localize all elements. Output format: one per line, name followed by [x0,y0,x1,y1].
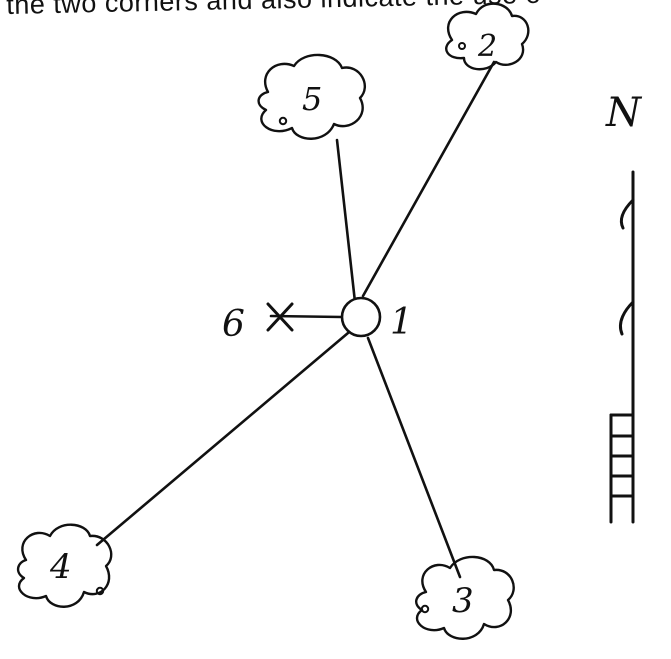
line-center-to-4 [95,331,350,547]
label-2: 2 [477,29,497,64]
cloud-5-curl [278,116,288,126]
cloud-3-shape [415,555,515,640]
cloud-2-curl [458,42,466,50]
cloud-4-curl [95,586,105,596]
connector-lines [95,60,496,579]
north-label: N [605,90,643,136]
label-4: 4 [49,547,72,587]
line-center-to-6 [269,314,344,319]
label-5: 5 [302,80,322,118]
center-node [340,296,382,338]
cloud-3-curl [420,604,430,614]
line-center-to-5 [335,138,357,304]
label-3: 3 [452,581,474,621]
cloud-5-shape [257,53,366,140]
cross-marker [266,302,294,332]
label-1: 1 [390,302,413,343]
cloud-2-shape [445,2,530,71]
cloud-4-shape [16,523,113,608]
north-arrow [609,170,635,524]
line-center-to-2 [361,60,496,298]
line-center-to-3 [366,336,462,579]
label-6: 6 [222,304,245,345]
